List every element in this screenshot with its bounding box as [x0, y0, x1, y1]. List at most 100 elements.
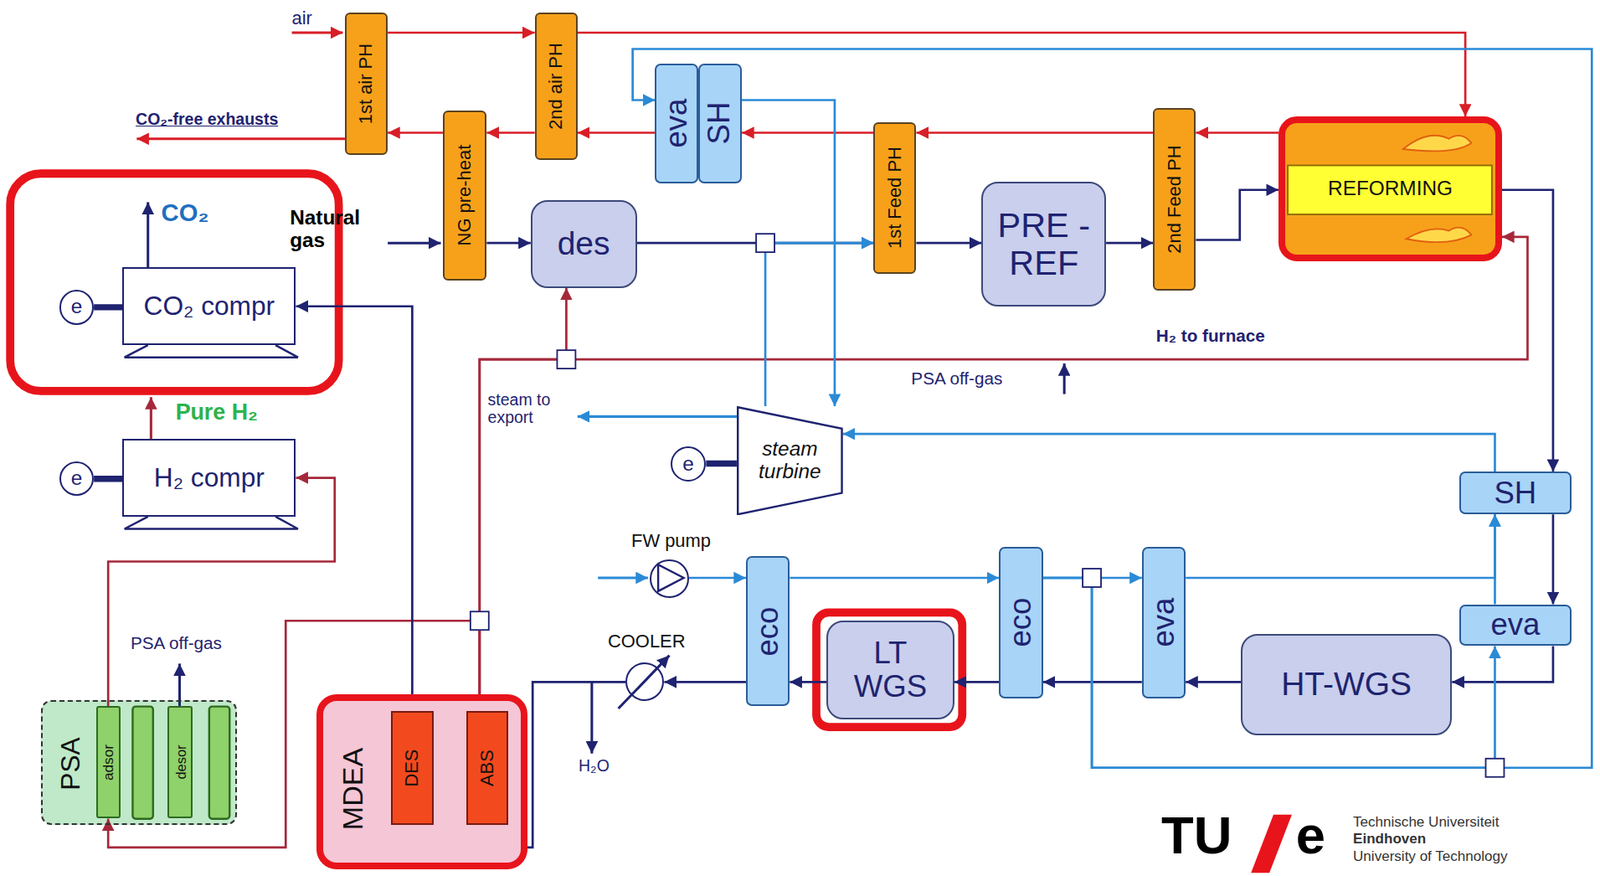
stream-line — [954, 680, 1000, 684]
stream-label: Pure H₂ — [175, 400, 258, 425]
reformer-ground — [1281, 119, 1500, 259]
mixer — [1082, 568, 1101, 587]
exhaust-outlet — [136, 137, 345, 140]
stream-line — [632, 49, 1593, 768]
cooler-arrow — [618, 655, 670, 709]
shift-reactor: LT WGS — [826, 620, 954, 720]
flame — [1403, 135, 1472, 152]
column: ABS — [466, 710, 509, 824]
unit-label: PRE -REF — [992, 205, 1096, 283]
unit-label: REFORMING — [1327, 177, 1453, 201]
logo-text: e — [1296, 808, 1326, 862]
stream-line — [387, 131, 443, 134]
stream-label: H₂O — [578, 756, 610, 775]
unit-label: steam turbine — [743, 437, 836, 484]
stream-label: PSA off-gas — [910, 369, 1003, 389]
stream-line — [486, 241, 530, 245]
stream-line — [479, 288, 567, 712]
unit-label: adsor — [100, 744, 117, 781]
unit-label: CO₂ compr — [144, 291, 276, 321]
unit-label: H₂ compr — [154, 463, 265, 493]
stream-label: H₂ to furnace — [1156, 326, 1266, 346]
highlight-frame — [10, 173, 339, 391]
psa-unit: PSAadsordesor — [41, 699, 237, 825]
flame — [1405, 227, 1472, 243]
unit-label: e — [71, 295, 83, 319]
shaft-link — [93, 303, 123, 310]
stream-line — [1493, 514, 1497, 604]
pump-circle: FW pump — [649, 559, 689, 598]
prereformer: PRE -REF — [981, 181, 1107, 307]
stream-line — [1106, 241, 1153, 245]
unit-label: NG pre-heat — [454, 144, 475, 247]
motor-circle: e — [670, 446, 707, 483]
stream-line — [789, 680, 827, 684]
stream-line — [295, 306, 412, 712]
unit-label: LT WGS — [844, 636, 937, 704]
stand — [124, 344, 299, 358]
stream-line — [1195, 131, 1279, 134]
co2-outlet — [146, 201, 150, 268]
mixer — [556, 349, 576, 369]
mixer — [756, 233, 775, 253]
stream-label: CO₂-free exhausts — [135, 110, 278, 129]
water-drain — [590, 681, 593, 753]
shaft-link — [93, 475, 123, 482]
logo-slash — [1250, 814, 1292, 873]
unit-label: des — [557, 226, 611, 263]
turbine-shape — [737, 406, 842, 515]
stand — [124, 516, 299, 530]
cooler-circle: COOLER — [625, 662, 664, 701]
stream-line — [663, 680, 746, 684]
unit-label: e — [71, 467, 83, 490]
ng-inlet — [387, 241, 441, 245]
stream-label: air — [292, 8, 313, 29]
logo-caption: Eindhoven — [1353, 831, 1426, 848]
unit-label: MDEA — [338, 746, 371, 830]
unit-label: FW pump — [631, 529, 711, 551]
stream-line — [915, 241, 982, 245]
compressor: H₂ compr — [122, 438, 296, 517]
stream-line — [915, 131, 1153, 134]
psa-ground — [41, 699, 237, 825]
unit-label: PSA — [55, 737, 85, 791]
heat-exchanger: 1st Feed PH — [873, 122, 916, 273]
unit-label: eva — [1147, 597, 1181, 648]
amine-unit: MDEADESABS — [316, 694, 528, 870]
compressor: CO₂ compr — [122, 267, 296, 345]
unit-label: SH — [703, 102, 737, 145]
unit-label: eco — [1003, 597, 1038, 648]
motor-circle: e — [59, 461, 94, 496]
unit-label: e — [682, 452, 695, 476]
highlight-frame — [816, 612, 963, 727]
shift-reactor: HT-WGS — [1240, 633, 1452, 736]
mixer — [1486, 758, 1505, 777]
unit-label: SH — [1493, 476, 1537, 510]
stream-label: PSA off-gas — [130, 633, 222, 654]
stream-line — [689, 576, 746, 580]
stream-arrows — [136, 32, 1065, 754]
unit-label: 2nd Feed PH — [1164, 145, 1185, 254]
unit-label: eva — [1490, 607, 1540, 642]
desulphurizer: des — [530, 200, 638, 289]
heat-exchanger: 2nd Feed PH — [1152, 108, 1196, 291]
reformer: REFORMING — [1278, 116, 1503, 262]
stream-line — [843, 433, 1496, 472]
stream-line — [1195, 190, 1279, 241]
unit-label: ABS — [477, 749, 498, 787]
stream-line — [1552, 514, 1555, 604]
economizer: eco — [998, 546, 1043, 698]
stream-line — [1451, 645, 1554, 682]
unit-label: eco — [751, 606, 785, 656]
pump-symbol — [658, 564, 684, 592]
psa-bed — [132, 706, 153, 819]
psa-bed: adsor — [96, 705, 121, 819]
heat-exchanger: 2nd air PH — [535, 12, 578, 161]
stream-line — [741, 99, 835, 407]
h2-outlet — [149, 396, 153, 439]
evaporator: eva — [654, 63, 698, 185]
evaporator: eva — [1459, 604, 1572, 647]
steam-turbine: steam turbine — [736, 406, 844, 515]
stream-line — [486, 131, 535, 134]
